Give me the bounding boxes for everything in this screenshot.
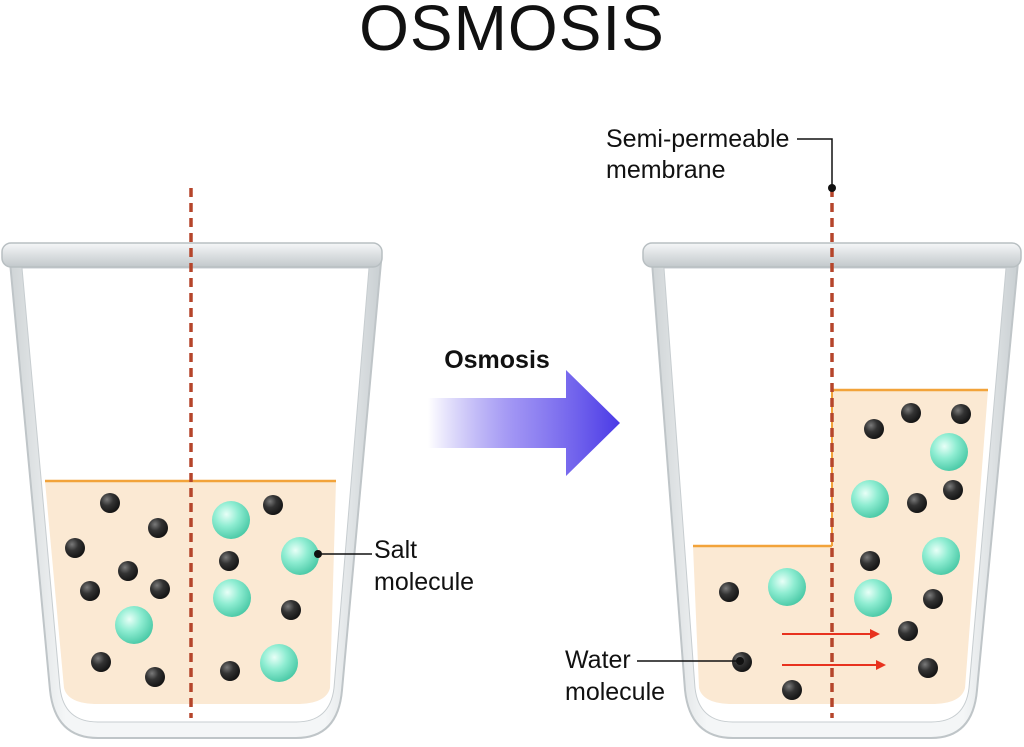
- osmosis-arrow: Osmosis: [428, 346, 620, 476]
- salt-molecule: [922, 537, 960, 575]
- membrane-callout-dot: [828, 184, 836, 192]
- water-molecule: [219, 551, 239, 571]
- water-callout: Water molecule: [565, 646, 744, 706]
- water-molecule: [951, 404, 971, 424]
- water-molecule: [860, 551, 880, 571]
- water-molecule: [898, 621, 918, 641]
- water-molecule: [91, 652, 111, 672]
- water-molecule: [782, 680, 802, 700]
- water-label-line1: Water: [565, 646, 631, 674]
- water-molecule: [220, 661, 240, 681]
- water-molecule: [150, 579, 170, 599]
- salt-molecule: [768, 568, 806, 606]
- osmosis-arrow-shape: [428, 370, 620, 476]
- water-molecule: [263, 495, 283, 515]
- membrane-label-line2: membrane: [606, 156, 726, 184]
- salt-molecule: [851, 480, 889, 518]
- salt-label-line2: molecule: [374, 568, 474, 596]
- water-label-line2: molecule: [565, 678, 665, 706]
- beaker-after-solution-left: [693, 546, 832, 704]
- water-molecule: [923, 589, 943, 609]
- membrane-label-line1: Semi-permeable: [606, 125, 789, 153]
- salt-molecule: [260, 644, 298, 682]
- beaker-after: [642, 188, 1022, 739]
- membrane-callout-line: [797, 138, 833, 186]
- water-flow-arrows: [782, 629, 886, 670]
- water-molecule: [100, 493, 120, 513]
- salt-label-line1: Salt: [374, 536, 417, 564]
- beaker-before-solution: [45, 481, 336, 704]
- beaker-before-molecules: [65, 493, 319, 687]
- water-molecule: [145, 667, 165, 687]
- water-molecule: [719, 582, 739, 602]
- water-molecule: [65, 538, 85, 558]
- beaker-before: [1, 188, 383, 739]
- salt-molecule: [930, 433, 968, 471]
- water-molecule: [918, 658, 938, 678]
- salt-callout: Salt molecule: [314, 536, 474, 596]
- osmosis-arrow-label: Osmosis: [444, 346, 550, 374]
- membrane-callout: Semi-permeable membrane: [606, 125, 836, 192]
- salt-molecule: [115, 606, 153, 644]
- water-molecule: [907, 493, 927, 513]
- water-molecule: [80, 581, 100, 601]
- salt-molecule: [213, 579, 251, 617]
- water-molecule: [281, 600, 301, 620]
- water-molecule: [148, 518, 168, 538]
- beaker-after-solution-right: [832, 390, 988, 704]
- salt-molecule: [281, 537, 319, 575]
- water-molecule: [943, 480, 963, 500]
- water-callout-dot: [736, 657, 744, 665]
- beaker-after-molecules: [719, 403, 971, 700]
- diagram-title: OSMOSIS: [359, 0, 665, 64]
- salt-molecule: [212, 501, 250, 539]
- water-molecule: [864, 419, 884, 439]
- water-molecule: [901, 403, 921, 423]
- salt-molecule: [854, 579, 892, 617]
- water-molecule: [118, 561, 138, 581]
